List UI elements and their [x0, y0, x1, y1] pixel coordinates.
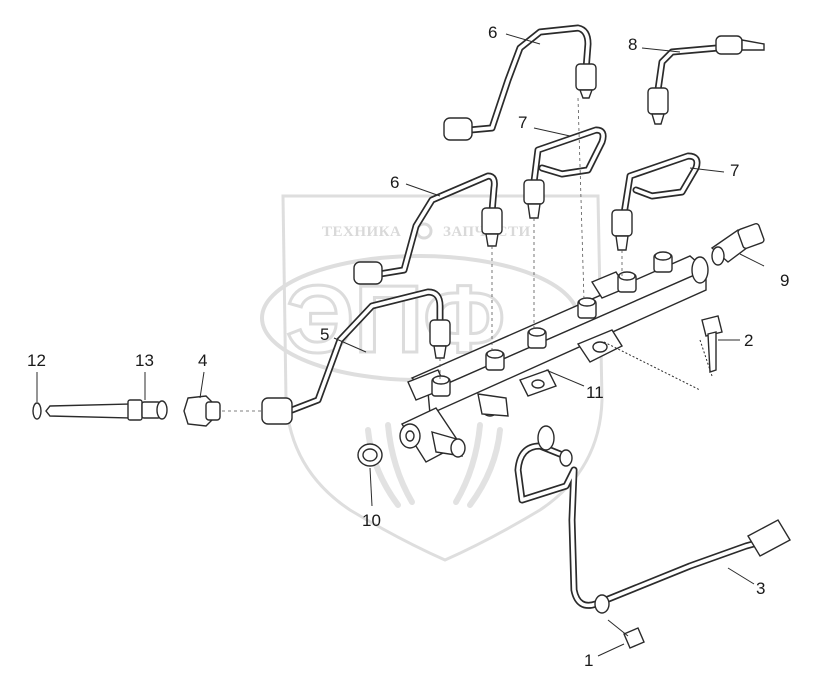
- watermark-text-left: ТЕХНИКА: [322, 224, 401, 240]
- callout-3: 3: [756, 579, 765, 598]
- callout-6-upper: 6: [488, 23, 497, 42]
- callout-10: 10: [362, 511, 381, 530]
- callout-6-lower: 6: [390, 173, 399, 192]
- high-pressure-pipe-7-left: [523, 126, 607, 330]
- callout-7-right: 7: [730, 161, 739, 180]
- callout-2: 2: [744, 331, 753, 350]
- connector-13: [45, 399, 168, 421]
- bolt-2: [699, 315, 723, 377]
- callout-1: 1: [584, 651, 593, 670]
- o-ring-12: [32, 402, 42, 420]
- callout-4: 4: [198, 351, 207, 370]
- inlet-block: [399, 393, 509, 463]
- watermark-wheat-icon: [365, 422, 503, 508]
- callout-9: 9: [780, 271, 789, 290]
- leader-lines: [36, 33, 765, 657]
- callout-12: 12: [27, 351, 46, 370]
- high-pressure-pipe-6-lower: [353, 172, 503, 354]
- union-4: [183, 395, 262, 427]
- callout-7-left: 7: [518, 113, 527, 132]
- fuel-rail: [407, 251, 709, 416]
- return-pipe-3: [514, 425, 791, 614]
- high-pressure-pipe-6-upper: [443, 24, 597, 141]
- high-pressure-pipe-8: [647, 35, 765, 125]
- high-pressure-pipe-5: [261, 97, 585, 425]
- watermark-shield: [281, 194, 604, 562]
- high-pressure-pipe-7-right: [611, 152, 701, 276]
- plug-10: [357, 443, 383, 467]
- callout-11: 11: [586, 383, 604, 402]
- callout-labels: 6 8 7 7 6 9 2 5 11 3 1 10 12 13 4: [27, 23, 789, 670]
- callout-13: 13: [135, 351, 154, 370]
- callout-8: 8: [628, 35, 637, 54]
- bolt-1: [607, 619, 645, 649]
- callout-5: 5: [320, 325, 329, 344]
- pressure-sensor-9: [710, 222, 765, 266]
